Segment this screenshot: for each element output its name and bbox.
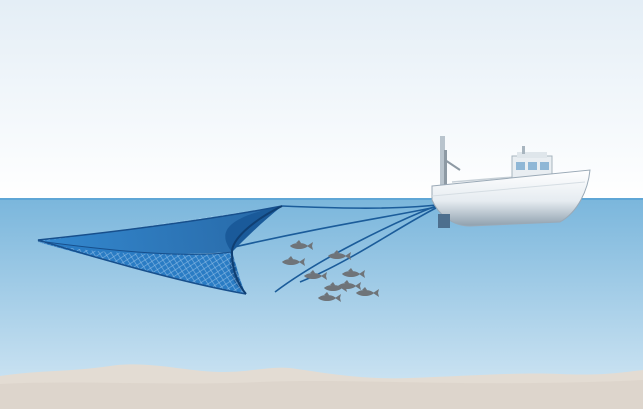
seabed-shadow (0, 380, 643, 409)
rudder (438, 214, 450, 228)
water-surface-line (0, 198, 643, 200)
stern-gallows (440, 136, 445, 186)
fishing-boat (431, 136, 591, 228)
boat-hull (431, 169, 591, 227)
trawl-net (37, 205, 283, 295)
